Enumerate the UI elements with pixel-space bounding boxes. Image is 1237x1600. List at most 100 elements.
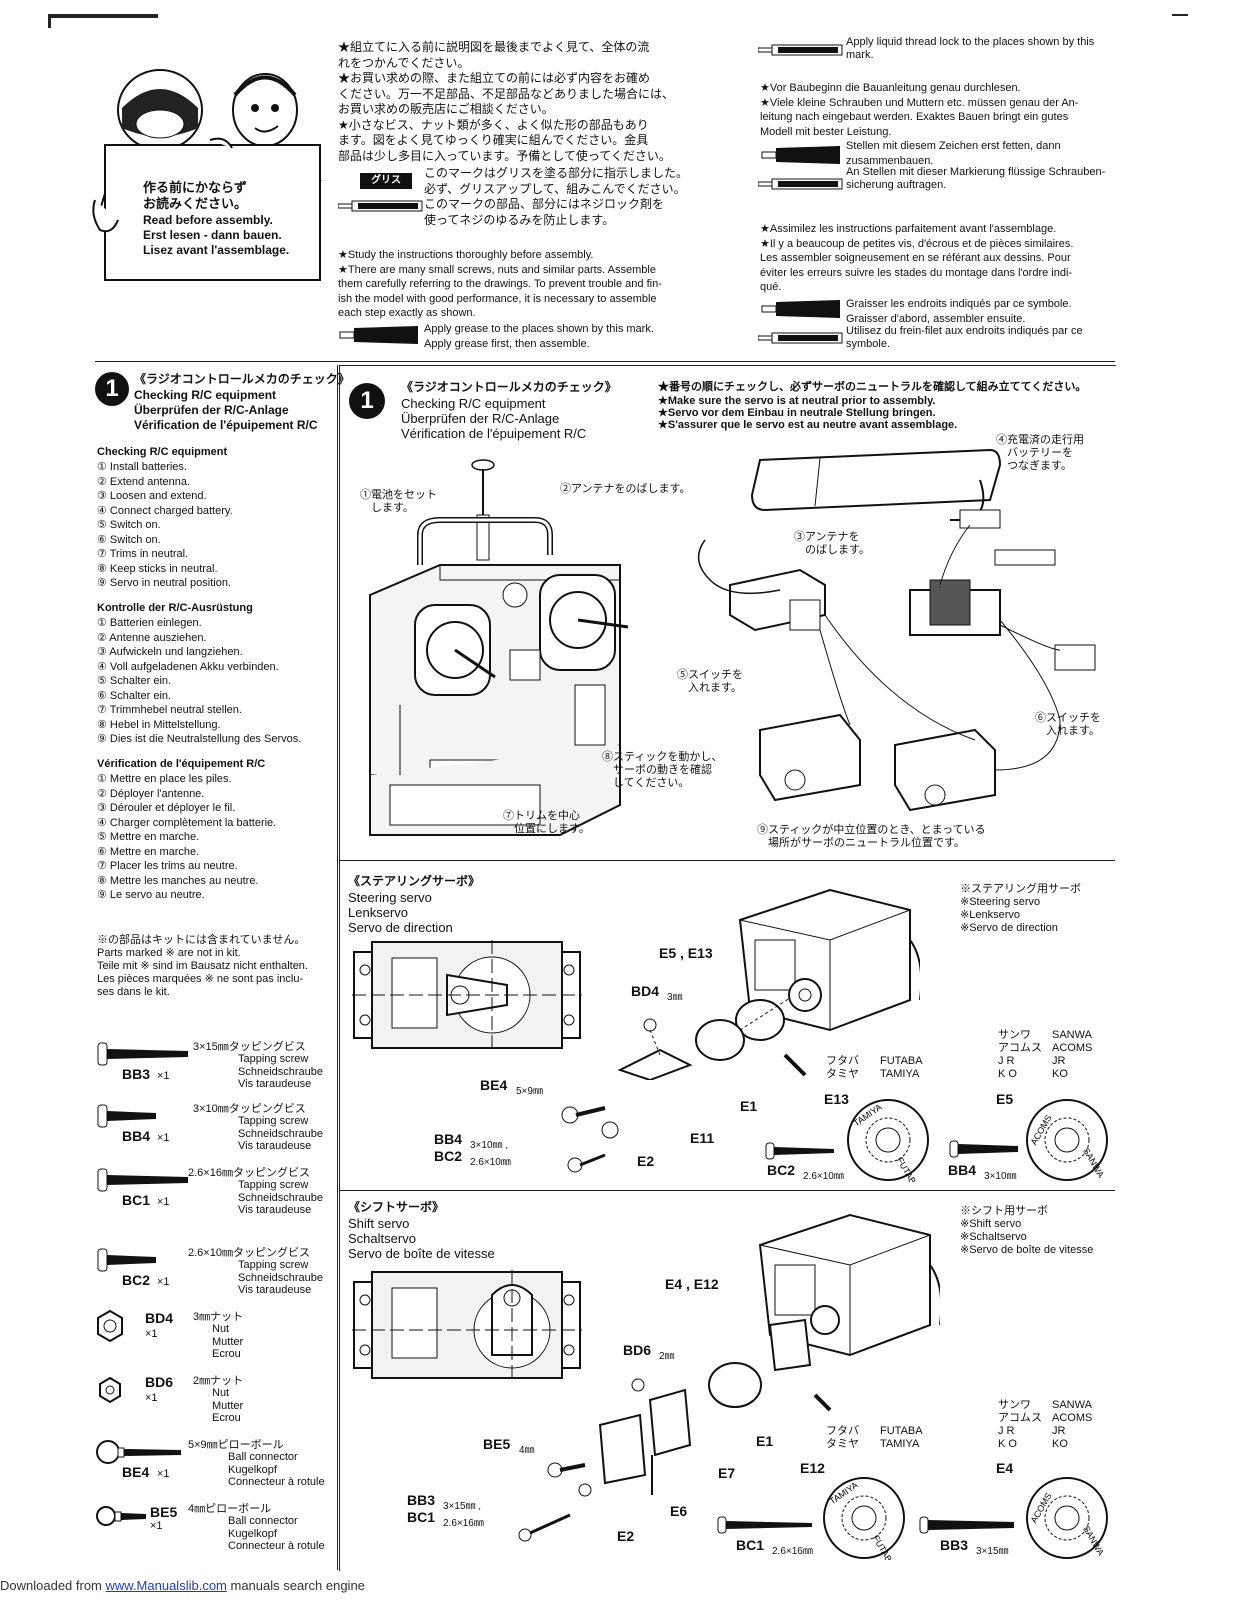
grease-tag: グリス: [360, 173, 412, 189]
shift-title-fr: Servo de boîte de vitesse: [348, 1246, 495, 1261]
part-qty-be4: ×1: [157, 1468, 170, 1480]
sidebar-title-en: Checking R/C equipment: [134, 388, 277, 402]
steering-label-e5: E5: [996, 1091, 1014, 1107]
shift-brand-col3: フタバ タミヤ: [826, 1425, 859, 1450]
callout-2: ②アンテナをのばします。: [560, 483, 691, 495]
shift-brand-col1: サンワ アコムス J R K O: [998, 1399, 1042, 1450]
part-icon-4: [97, 1310, 123, 1343]
corner-mark-top-left: [48, 14, 158, 18]
sidebar-fr-head: Vérification de l'équipement R/C: [97, 758, 266, 770]
part-icon-1: [97, 1104, 156, 1128]
main-step-number: 1: [349, 383, 385, 419]
callout-1: ①電池をセット します。: [360, 489, 437, 514]
shift-label-e7: E7: [718, 1465, 736, 1481]
main-title-jp: 《ラジオコントロールメカのチェック》: [401, 380, 617, 394]
part-code-bb4: BB4: [122, 1128, 151, 1144]
lock-tube-icon-fr: [758, 332, 843, 344]
steering-title-de: Lenkservo: [348, 905, 408, 920]
steering-label-e2: E2: [637, 1153, 655, 1169]
grease-tube-icon-fr: [761, 300, 840, 318]
shift-horn-tamiya-futaba: TAMIYA FUTABA: [823, 1477, 905, 1560]
lock-tube-icon-de: [758, 178, 843, 190]
sidebar-de-list: ① Batterien einlegen. ② Antenne ausziehe…: [97, 617, 302, 745]
sidebar-divider: [337, 365, 338, 1570]
lock-note-en: Apply liquid thread lock to the places s…: [846, 36, 1095, 61]
part-size-bd6: 2㎜ナット: [193, 1375, 244, 1387]
shift-servo-top-view: [352, 1270, 582, 1380]
steering-label-bd4-size: 3㎜: [667, 992, 683, 1003]
part-icon-7: [96, 1506, 146, 1526]
shift-label-e6: E6: [670, 1503, 688, 1519]
badge-fr: Lisez avant l'assemblage.: [143, 243, 290, 257]
steering-label-be4-size: 5×9㎜: [516, 1086, 543, 1097]
steering-label-bc2-size: 2.6×10㎜: [470, 1157, 511, 1168]
part-desc-be5: Ball connector Kugelkopf Connecteur à ro…: [228, 1515, 325, 1552]
steering-label-e11: E11: [690, 1130, 715, 1146]
steering-label-bb4-bottom-size: 3×10㎜: [984, 1171, 1017, 1182]
main-title-fr: Vérification de l'épuipement R/C: [401, 426, 587, 441]
shift-horn-acoms-sanwa: ACOMS SANWA: [1026, 1477, 1108, 1559]
shift-screw-bb3: [919, 1516, 1014, 1534]
part-desc-bd6: Nut Mutter Ecrou: [212, 1387, 244, 1424]
shift-label-bc1-size: 2.6×16㎜: [443, 1518, 484, 1529]
part-desc-bc1: Tapping screw Schneidschraube Vis taraud…: [238, 1179, 324, 1216]
part-qty-bb3: ×1: [157, 1070, 170, 1082]
part-desc-bd4: Nut Mutter Ecrou: [212, 1323, 244, 1360]
badge-jp: 作る前にかならず お読みください。: [143, 180, 248, 211]
callout-9: ⑨スティックが中立位置のとき、とまっている 場所がサーボのニュートラル位置です。: [757, 824, 986, 849]
footer-link[interactable]: www.Manualslib.com: [105, 1578, 227, 1593]
callout-4: ④充電済の走行用 バッテリーを つなぎます。: [996, 434, 1084, 472]
notes-en: ★Study the instructions thoroughly befor…: [338, 249, 662, 319]
part-size-bb3: 3×15㎜タッピングビス: [193, 1041, 306, 1053]
steering-label-bc2-bottom: BC2: [767, 1162, 796, 1178]
part-icon-6: [96, 1440, 181, 1464]
shift-label-bb3: BB3: [407, 1492, 436, 1508]
steering-label-bb4-size: 3×10㎜ ,: [470, 1140, 509, 1151]
shift-label-be5: BE5: [483, 1436, 511, 1452]
shift-label-bb3-size: 3×15㎜ ,: [443, 1501, 482, 1512]
grease-note-fr: Graisser les endroits indiqués par ce sy…: [846, 298, 1072, 325]
part-code-bd4: BD4: [145, 1310, 174, 1326]
sidebar-title-de: Überprüfen der R/C-Anlage: [134, 403, 289, 417]
part-qty-bd4: ×1: [145, 1328, 158, 1340]
steering-screw-bc2: [765, 1142, 834, 1160]
part-desc-bb4: Tapping screw Schneidschraube Vis taraud…: [238, 1115, 324, 1152]
steering-servo-label: ※ステアリング用サーボ ※Steering servo ※Lenkservo ※…: [960, 883, 1081, 934]
part-size-be5: 4㎜ピローボール: [188, 1503, 272, 1515]
part-size-bc2: 2.6×10㎜タッピングビス: [188, 1247, 310, 1259]
part-qty-be5: ×1: [150, 1520, 163, 1532]
footer-suffix: manuals search engine: [226, 1578, 365, 1593]
part-size-bc1: 2.6×16㎜タッピングビス: [188, 1167, 310, 1179]
main-title-de: Überprüfen der R/C-Anlage: [401, 411, 560, 426]
footer: Downloaded from www.Manualslib.com manua…: [0, 1578, 365, 1593]
shift-title-jp: 《シフトサーボ》: [348, 1200, 445, 1214]
shift-label-bd6-size: 2㎜: [659, 1351, 675, 1362]
lock-tube-icon: [338, 200, 423, 212]
steering-servo-top-view: [352, 940, 582, 1050]
lock-note-jp: このマークの部品、部分にはネジロック剤を 使ってネジのゆるみを防止します。: [424, 197, 665, 227]
part-qty-bc1: ×1: [157, 1196, 170, 1208]
part-icon-3: [97, 1248, 156, 1272]
main-note-fr: ★S'assurer que le servo est au neutre av…: [658, 419, 958, 431]
not-in-kit-note: ※の部品はキットには含まれていません。 Parts marked ※ are n…: [97, 934, 308, 998]
callout-3: ③アンテナを のばします。: [794, 531, 870, 556]
shift-screw-bc1: [717, 1516, 812, 1534]
sidebar-en-list: ① Install batteries. ② Extend antenna. ③…: [97, 461, 233, 589]
steering-brand-col3: フタバ タミヤ: [826, 1055, 859, 1080]
steering-label-e1: E1: [740, 1098, 758, 1114]
corner-mark-top-right: [1172, 14, 1188, 16]
intro-divider: [95, 361, 1115, 362]
part-code-bd6: BD6: [145, 1374, 174, 1390]
steering-label-bc2: BC2: [434, 1148, 463, 1164]
callout-7: ⑦トリムを中心 位置にします。: [503, 810, 590, 835]
part-qty-bd6: ×1: [145, 1392, 158, 1404]
grease-tube-icon-de: [761, 146, 840, 164]
part-code-be4: BE4: [122, 1464, 150, 1480]
shift-title-en: Shift servo: [348, 1216, 410, 1231]
part-code-bc2: BC2: [122, 1272, 151, 1288]
shift-label-bd6: BD6: [623, 1342, 652, 1358]
steering-label-bb4-bottom: BB4: [948, 1162, 977, 1178]
badge-de: Erst lesen - dann bauen.: [143, 228, 282, 242]
shift-brand-col4: FUTABA TAMIYA: [880, 1425, 923, 1450]
shift-label-be5-size: 4㎜: [519, 1445, 535, 1456]
